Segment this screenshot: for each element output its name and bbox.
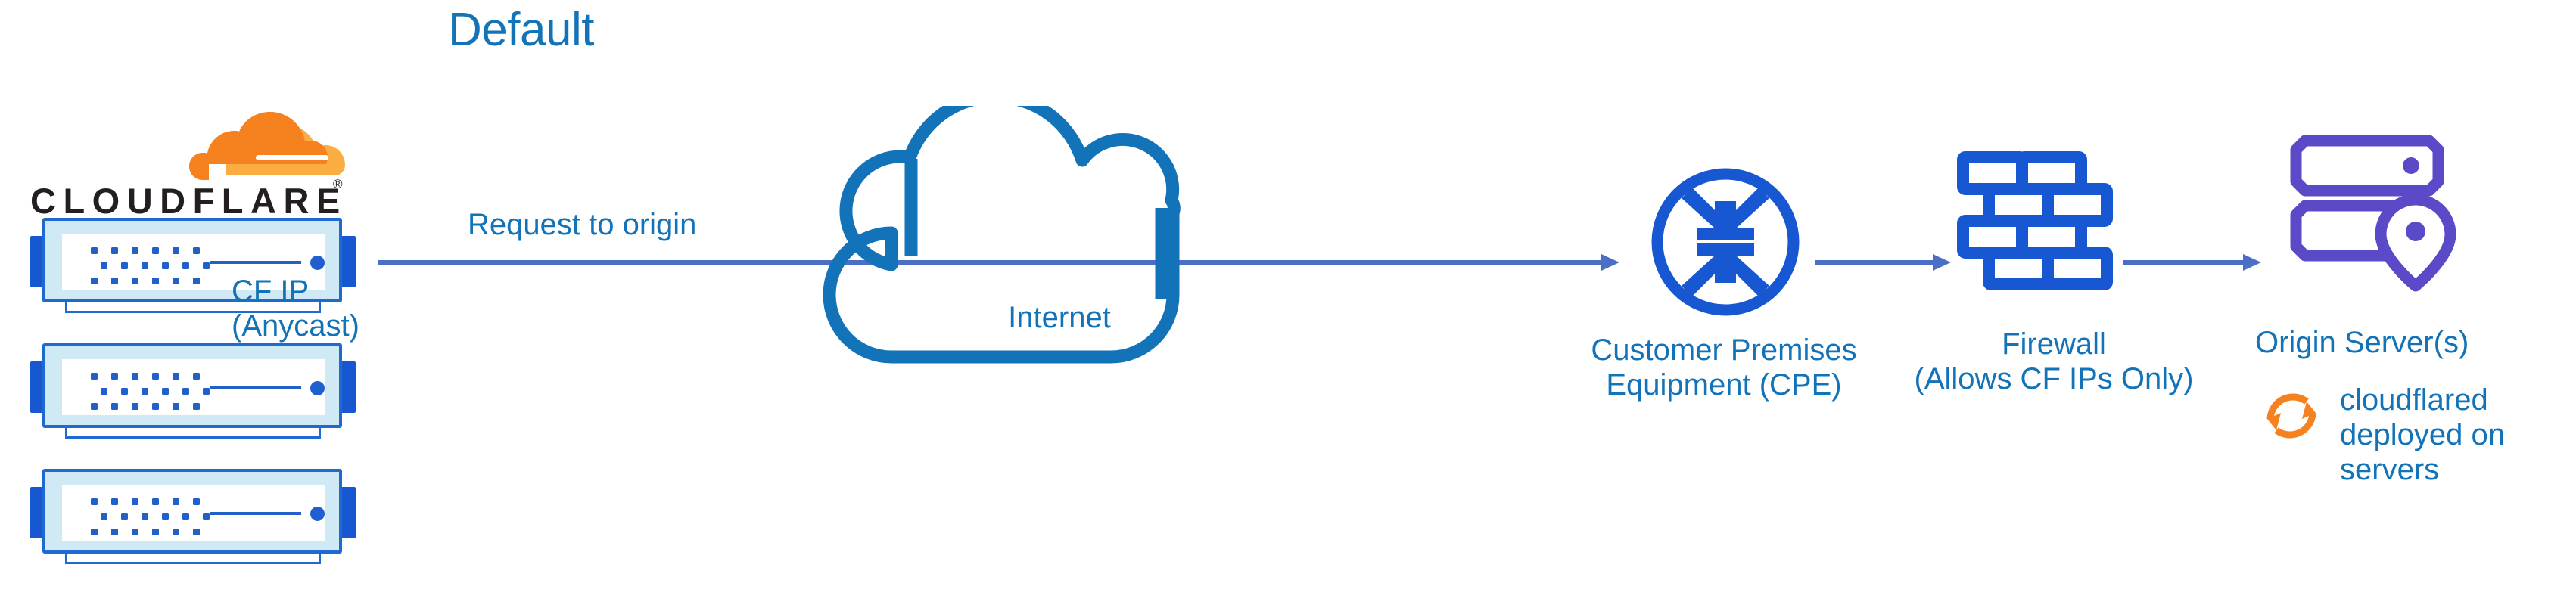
cf-ip-line-1: CF IP <box>232 274 310 308</box>
cpe-router-icon <box>1648 165 1803 319</box>
arrow-shaft <box>2123 260 2243 265</box>
server-base-shadow <box>65 428 321 439</box>
arrow-head <box>2243 254 2261 271</box>
server-base-shadow <box>65 554 321 564</box>
cloudflare-wordmark: CLOUDFLARE <box>30 181 347 221</box>
cloudflare-logo: CLOUDFLARE ® <box>30 110 348 221</box>
internet-cloud: Internet <box>817 90 1302 378</box>
server-body <box>42 218 342 302</box>
firewall-label-line-1: Firewall <box>2002 327 2106 361</box>
cloudflared-note-label: cloudflared deployed on servers <box>2340 383 2567 487</box>
server-slot-line <box>210 512 301 515</box>
arrow-shaft <box>1815 260 1933 265</box>
server-with-location-pin-icon <box>2290 135 2456 292</box>
server-ear-right-icon <box>339 361 356 413</box>
page-title: Default <box>448 4 594 56</box>
brick-wall-icon <box>1957 151 2113 290</box>
server-ear-right-icon <box>339 236 356 287</box>
firewall-label-line-2: (Allows CF IPs Only) <box>1914 362 2194 395</box>
cf-ip-line-2: (Anycast) <box>232 309 359 343</box>
cpe-label-line-2: Equipment (CPE) <box>1606 368 1842 402</box>
cloudflared-note-line-3: servers <box>2340 453 2440 486</box>
internet-label: Internet <box>1008 301 1111 334</box>
server-slot-line <box>210 386 301 389</box>
origin-server-icon <box>2290 135 2472 298</box>
request-to-origin-label: Request to origin <box>468 208 697 241</box>
rack-server-1 <box>30 215 356 315</box>
server-body <box>42 343 342 428</box>
arrow-cpe-to-firewall <box>1815 254 1951 271</box>
arrow-cloudflare-to-cpe <box>378 254 1619 271</box>
router-arrows-icon <box>1651 168 1800 316</box>
firewall-label: Firewall (Allows CF IPs Only) <box>1883 327 2225 396</box>
server-faceplate <box>62 485 325 541</box>
cpe-label: Customer Premises Equipment (CPE) <box>1557 333 1890 402</box>
cloudflared-note-line-1: cloudflared <box>2340 383 2488 417</box>
cf-ip-anycast-label: CF IP (Anycast) <box>232 274 359 343</box>
server-slot-line <box>210 261 301 264</box>
server-faceplate <box>62 359 325 415</box>
server-body <box>42 469 342 554</box>
arrow-head <box>1933 254 1951 271</box>
server-led-icon <box>310 381 325 395</box>
cloud-icon <box>823 90 1181 364</box>
firewall-icon <box>1955 150 2114 301</box>
arrow-shaft <box>378 260 1601 265</box>
arrow-firewall-to-origin <box>2123 254 2261 271</box>
cloudflared-refresh-icon <box>2260 384 2323 448</box>
cloudflared-note-line-2: deployed on <box>2340 418 2505 451</box>
server-led-icon <box>310 256 325 270</box>
arrow-head <box>1601 254 1619 271</box>
cpe-label-line-1: Customer Premises <box>1591 333 1857 367</box>
rack-server-2 <box>30 340 356 440</box>
origin-server-label: Origin Server(s) <box>2255 326 2469 359</box>
server-base-shadow <box>65 302 321 313</box>
rack-server-3 <box>30 466 356 566</box>
refresh-sync-icon <box>2266 393 2316 439</box>
server-faceplate <box>62 234 325 290</box>
server-led-icon <box>310 507 325 521</box>
cloudflare-cloud-icon <box>189 112 345 180</box>
server-ear-right-icon <box>339 487 356 538</box>
registered-trademark-mark: ® <box>333 177 343 191</box>
